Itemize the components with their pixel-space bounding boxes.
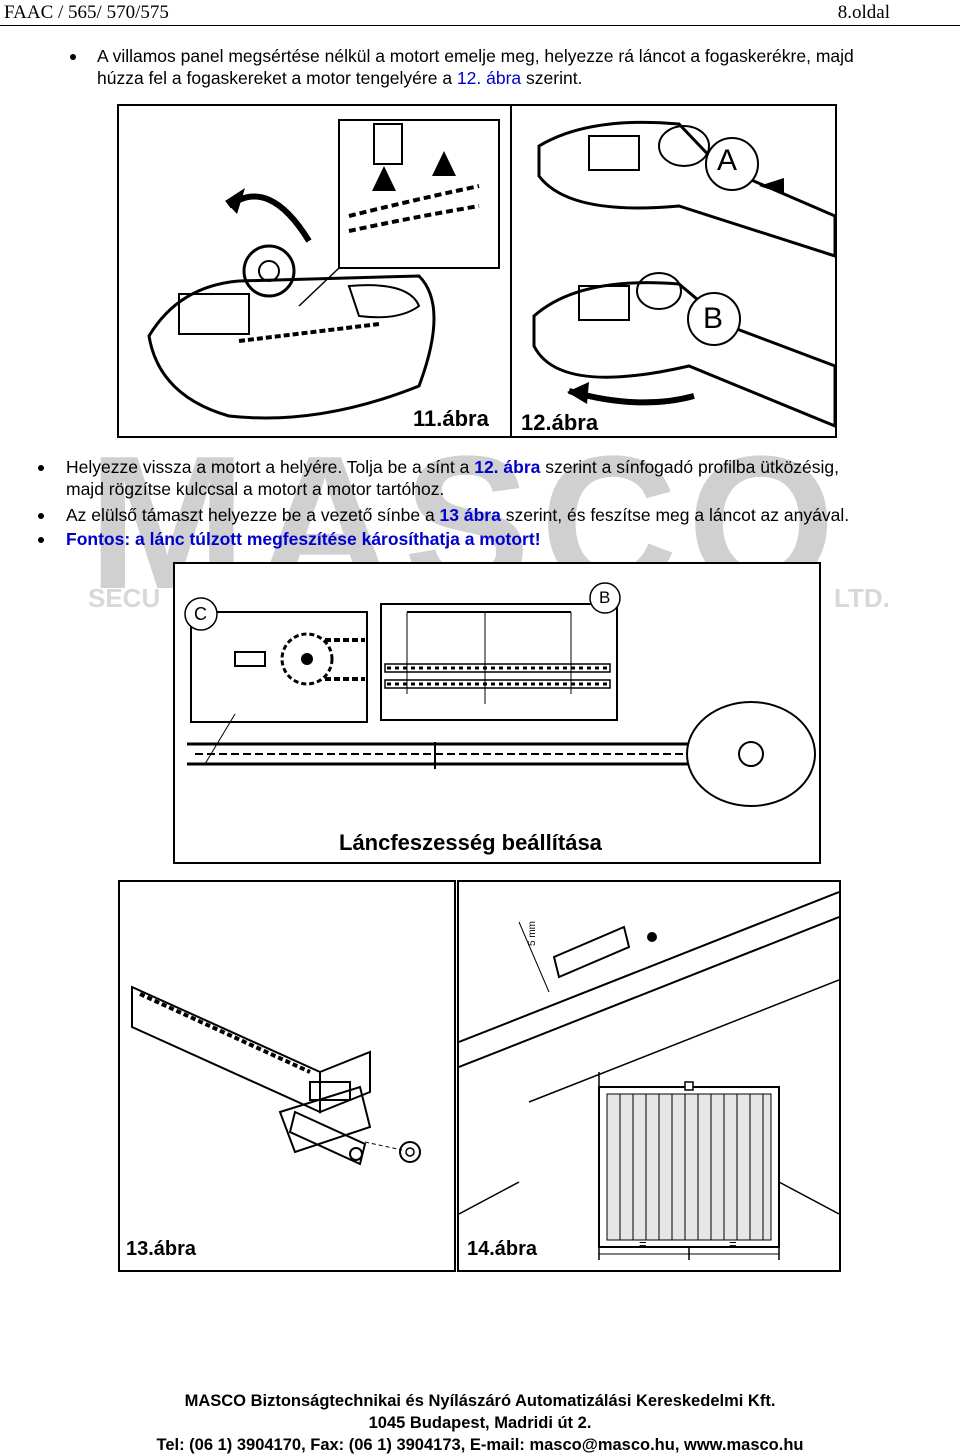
page-number: 8.oldal <box>837 2 890 23</box>
dimension-label: 5 mm <box>527 921 538 946</box>
figure-14-caption: 14.ábra <box>467 1238 538 1260</box>
intro-text: szerint. <box>521 68 583 88</box>
figure-label-b: B <box>703 302 724 335</box>
figure-13-frame: 13.ábra <box>118 880 456 1272</box>
bullet-1-paragraph: Helyezze vissza a motort a helyére. Tolj… <box>66 456 958 500</box>
watermark-subtext-left: SECU <box>88 583 161 613</box>
chain-tension-illustration <box>184 582 816 807</box>
figure-reference: 12. ábra <box>474 457 541 477</box>
bullet-icon <box>38 465 44 471</box>
bullet-icon <box>70 54 76 60</box>
rail-mounting-illustration <box>459 891 839 1260</box>
figure-reference: 13 ábra <box>439 505 501 525</box>
header-rule <box>0 25 960 26</box>
bullet-icon <box>38 537 44 543</box>
watermark-subtext-right: LTD. <box>834 583 890 613</box>
figure-13-caption: 13.ábra <box>126 1238 197 1260</box>
figure-11-12-frame: A B 11.ábra 12.ábra <box>117 104 837 438</box>
intro-line-1: A villamos panel megsértése nélkül a mot… <box>97 46 854 66</box>
equal-mark-left: = <box>639 1236 647 1251</box>
bullet-icon <box>38 513 44 519</box>
footer-address: 1045 Budapest, Madridi út 2. <box>368 1414 592 1432</box>
intro-paragraph: A villamos panel megsértése nélkül a mot… <box>97 45 959 89</box>
figure-11-caption: 11.ábra <box>413 406 489 431</box>
figure-reference: 12. ábra <box>456 68 522 88</box>
footer-contact: Tel: (06 1) 3904170, Fax: (06 1) 3904173… <box>156 1436 804 1454</box>
document-title: FAAC / 565/ 570/575 <box>4 2 169 23</box>
intro-line-2: húzza fel a fogaskereket a motor tengely… <box>97 67 959 89</box>
front-support-illustration <box>131 985 421 1166</box>
figure-12-caption: 12.ábra <box>521 410 599 435</box>
figure-label-c: C <box>194 604 207 624</box>
chain-tension-frame: C B Láncfeszesség beállítása <box>173 562 821 864</box>
page-header: FAAC / 565/ 570/575 8.oldal <box>0 0 960 26</box>
bullet-text: Helyezze vissza a motort a helyére. Tolj… <box>66 457 475 477</box>
bullet-text: Az elülső támaszt helyezze be a vezető s… <box>66 505 440 525</box>
bullet-1-line-1: Helyezze vissza a motort a helyére. Tolj… <box>66 456 958 478</box>
figure-14-frame: 5 mm = = 14.ábra <box>457 880 841 1272</box>
figure-label-b-small: B <box>599 588 611 607</box>
chain-tension-title: Láncfeszesség beállítása <box>339 830 602 855</box>
bullet-2-paragraph: Az elülső támaszt helyezze be a vezető s… <box>66 504 958 526</box>
motor-chain-illustration <box>147 106 835 436</box>
figure-label-a: A <box>717 144 738 177</box>
footer-company: MASCO Biztonságtechnikai és Nyílászáró A… <box>184 1392 776 1410</box>
bullet-text: szerint, és feszítse meg a láncot az any… <box>500 505 850 525</box>
intro-text: húzza fel a fogaskereket a motor tengely… <box>97 68 457 88</box>
equal-mark-right: = <box>729 1236 737 1251</box>
bullet-1-line-2: majd rögzítse kulccsal a motort a motor … <box>66 479 445 499</box>
bullet-text: szerint a sínfogadó profilba ütközésig, <box>540 457 840 477</box>
warning-note: Fontos: a lánc túlzott megfeszítése káro… <box>66 529 541 549</box>
